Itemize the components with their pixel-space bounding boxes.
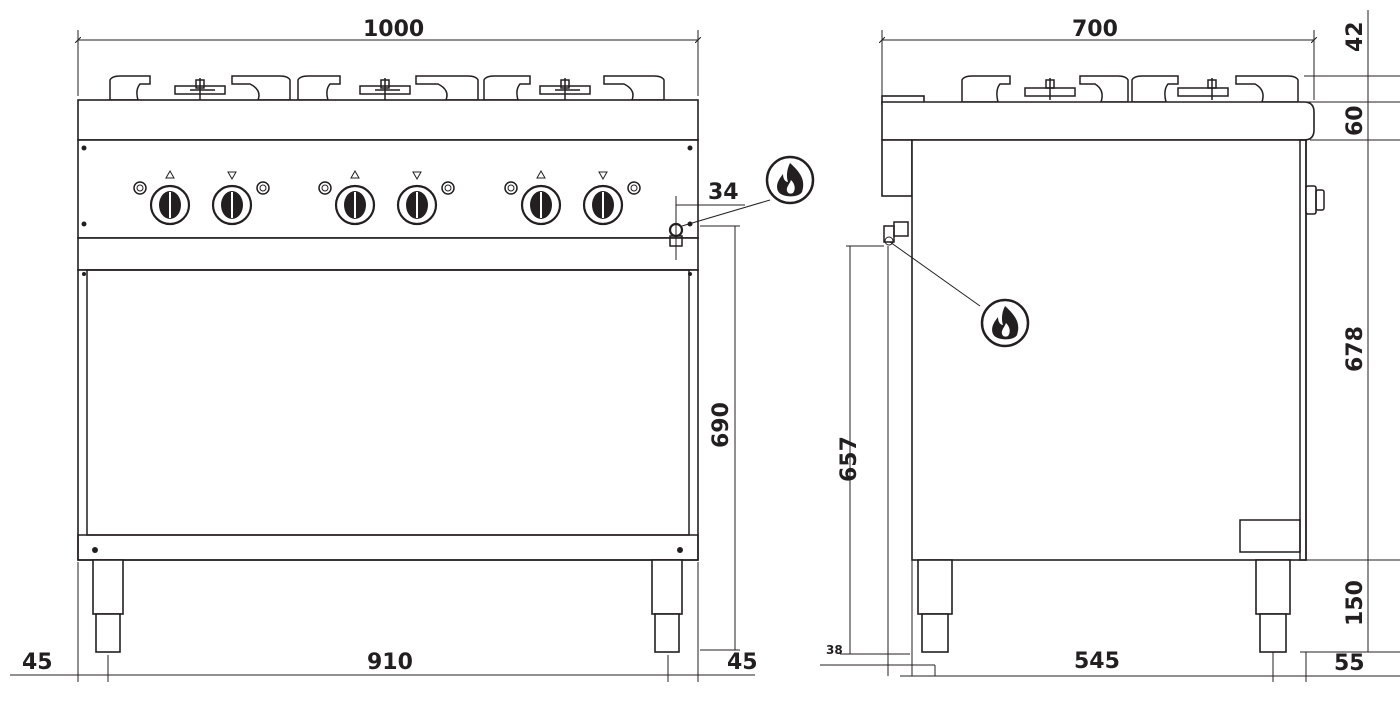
side-back-riser [881,139,913,197]
gas-flame-icon [980,298,1030,348]
burner-1 [109,75,291,101]
dim-leg-height: 150 [1343,580,1368,626]
side-body [911,139,1307,561]
front-view: 1000 910 45 45 690 34 [10,17,815,682]
gas-connection-side [883,221,981,307]
front-legs [92,559,683,653]
dim-gas-back-offset: 38 [826,643,843,657]
front-rail [77,237,699,271]
hob-top [77,99,699,141]
knob-5 [504,169,562,226]
side-burner-grates [961,75,1299,103]
knob-1 [133,169,191,226]
dim-body-height: 678 [1343,326,1368,372]
side-dimension-lines [820,10,1400,682]
dim-gas-side-offset: 34 [708,180,739,205]
side-hob-top [881,101,1315,141]
dim-overall-width: 1000 [363,17,424,42]
dim-front-leg-offset: 55 [1334,651,1365,676]
burner-grates [109,75,665,101]
knob-2 [211,171,270,226]
dim-overall-depth: 700 [1072,17,1118,42]
gas-flame-icon [765,155,815,205]
side-legs [917,559,1291,653]
dim-leg-span: 910 [367,650,413,675]
cabinet-frame [77,269,699,561]
dim-gas-connection-height-side: 657 [837,436,862,482]
side-view: 700 42 60 678 150 657 38 545 55 [820,10,1400,682]
dim-top-height: 60 [1343,105,1368,136]
dim-side-leg-span: 545 [1074,649,1120,674]
knob-6 [582,171,641,226]
dim-burner-height: 42 [1343,21,1368,52]
burner-2 [297,75,479,101]
burner-3 [483,75,665,101]
knob-3 [318,169,376,226]
front-dimension-lines [10,30,771,682]
knob-4 [396,171,455,226]
dim-gas-connection-height: 690 [709,402,734,448]
dim-right-leg-offset: 45 [727,650,758,675]
control-knobs [133,169,641,226]
dim-left-leg-offset: 45 [22,650,53,675]
